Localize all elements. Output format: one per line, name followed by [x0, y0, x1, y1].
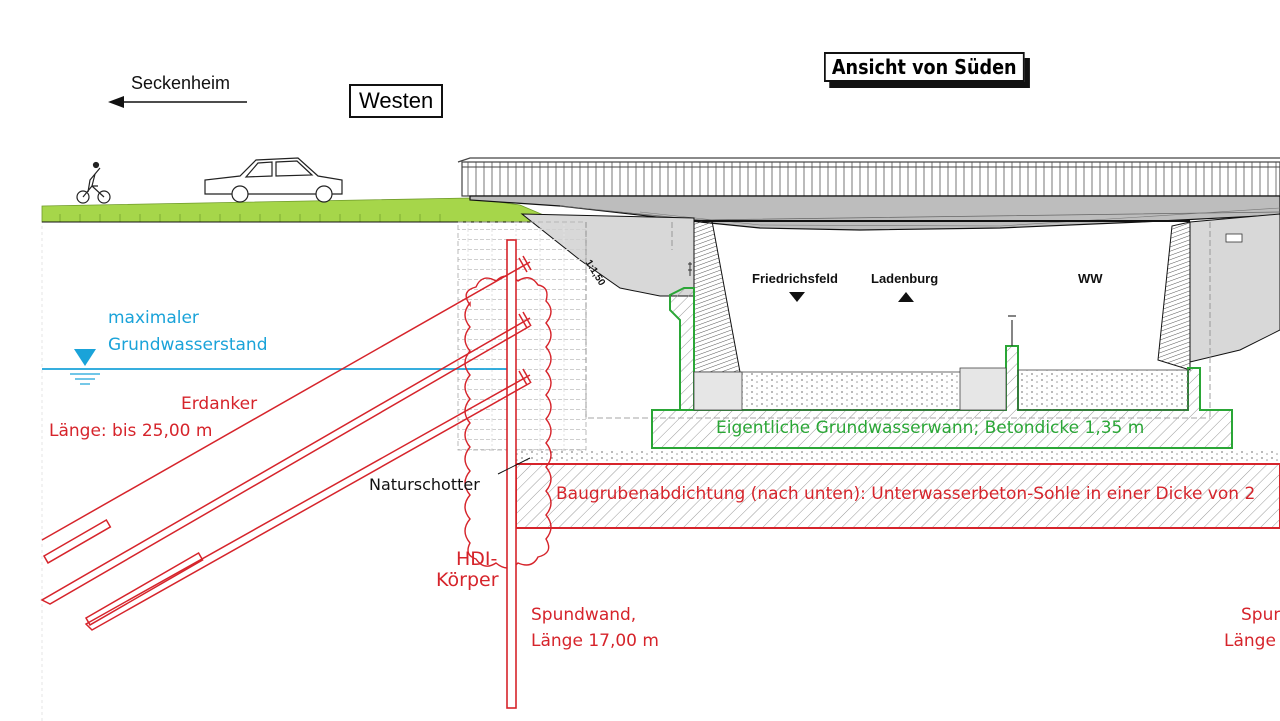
earth-anchors	[40, 255, 532, 631]
erdanker-length-label: Länge: bis 25,00 m	[49, 421, 213, 441]
groundwater-label-line2: Grundwasserstand	[108, 335, 268, 355]
car-icon	[204, 157, 343, 203]
triangle-up-icon	[898, 292, 914, 302]
water-level-triangle-icon	[70, 349, 100, 385]
groundwater-label-line1: maximaler	[108, 308, 199, 328]
hdi-label-line2: Körper	[436, 569, 499, 591]
hdi-body	[464, 275, 552, 569]
west-label: Westen	[349, 84, 444, 118]
hdi-label-line1: HDI-	[456, 548, 498, 570]
sheet-pile-label-line2: Länge 17,00 m	[531, 631, 659, 651]
triangle-down-icon	[789, 292, 805, 302]
ww-label: WW	[1078, 271, 1103, 286]
pier-east	[1157, 221, 1191, 371]
sheet-pile-right-label-line2: Länge	[1224, 632, 1276, 651]
sheet-pile-right-label-line1: Spun	[1241, 606, 1280, 625]
gravel-layer	[516, 450, 1280, 464]
grass-embankment	[41, 197, 561, 223]
groundwater-tub	[651, 287, 1233, 449]
erdanker-label: Erdanker	[181, 394, 258, 414]
arrow-left-icon	[108, 96, 247, 108]
bridge-railing	[457, 157, 1280, 197]
friedrichsfeld-label: Friedrichsfeld	[752, 271, 838, 286]
pier-west	[693, 220, 741, 373]
sheet-pile-wall	[506, 239, 517, 709]
naturschotter-leader	[497, 457, 531, 475]
view-title: Ansicht von Süden	[824, 52, 1025, 82]
naturschotter-label: Naturschotter	[369, 475, 480, 494]
seckenheim-label: Seckenheim	[131, 73, 231, 93]
sheet-pile-label-line1: Spundwand,	[531, 605, 637, 625]
cyclist-icon	[76, 161, 111, 204]
groundwater-tub-label: Eigentliche Grundwasserwann; Betondicke …	[716, 418, 1145, 438]
sole-label: Baugrubenabdichtung (nach unten): Unterw…	[556, 485, 1256, 504]
ladenburg-label: Ladenburg	[871, 271, 939, 286]
grass-ticks	[59, 214, 441, 222]
